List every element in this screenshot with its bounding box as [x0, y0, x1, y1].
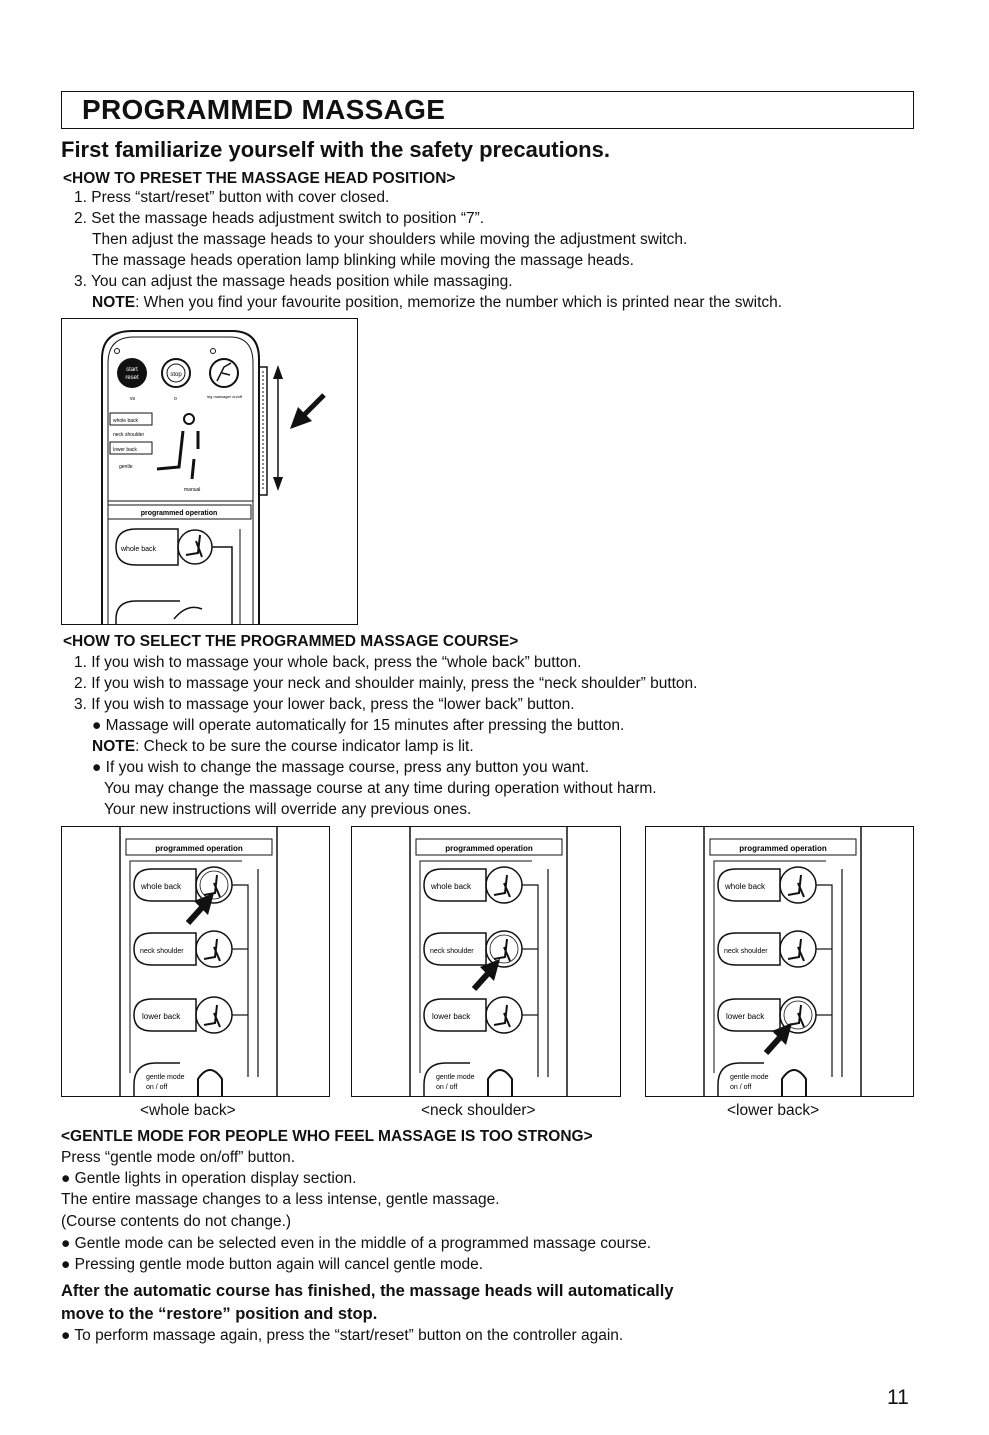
- stop-button-icon: [161, 358, 191, 388]
- select-bullet-1: ● Massage will operate automatically for…: [92, 717, 625, 734]
- gentle-mini-label: gentle: [119, 464, 133, 470]
- gentle-mode-label: gentle mode: [146, 1074, 185, 1081]
- gentle-bullet-2: ● Gentle mode can be selected even in th…: [61, 1235, 652, 1252]
- gentle-mode-label: gentle mode: [730, 1074, 769, 1081]
- whole-back-label: whole back: [140, 882, 182, 891]
- lower-back-mini-label: lower back: [113, 447, 137, 453]
- start-reset-button-icon: [117, 358, 147, 388]
- whole-back-button-icon: [177, 529, 213, 565]
- pointer-arrow-icon: [290, 393, 326, 429]
- programmed-operation-label: programmed operation: [155, 844, 243, 853]
- programmed-operation-label: programmed operation: [739, 844, 827, 853]
- select-note-text: : Check to be sure the course indicator …: [135, 738, 474, 755]
- page-title: PROGRAMMED MASSAGE: [82, 94, 446, 125]
- svg-text:o: o: [174, 396, 177, 402]
- gentle-bullet-1: ● Gentle lights in operation display sec…: [61, 1170, 357, 1187]
- caption-whole-back: <whole back>: [140, 1102, 236, 1119]
- pointer-arrow-icon: [763, 1023, 792, 1056]
- page-number: 11: [887, 1386, 909, 1409]
- preset-note-label: NOTE: [92, 294, 136, 311]
- select-heading: <HOW TO SELECT THE PROGRAMMED MASSAGE CO…: [63, 633, 519, 650]
- gentle-line-2: The entire massage changes to a less int…: [61, 1191, 500, 1208]
- controller-figure: start reset stop vs o leg massager on/of…: [61, 318, 358, 625]
- whole-back-label: whole back: [724, 882, 766, 891]
- caption-neck-shoulder: <neck shoulder>: [421, 1102, 536, 1119]
- section-title-box: PROGRAMMED MASSAGE: [61, 91, 914, 129]
- on-off-label: on / off: [146, 1084, 167, 1091]
- whole-back-large-label: whole back: [120, 546, 157, 553]
- preset-step-2-line-3: The massage heads operation lamp blinkin…: [92, 252, 634, 269]
- panel-neck-shoulder: programmed operation whole back neck sho…: [351, 826, 621, 1097]
- gentle-heading: <GENTLE MODE FOR PEOPLE WHO FEEL MASSAGE…: [61, 1128, 593, 1145]
- neck-shoulder-label: neck shoulder: [140, 948, 184, 955]
- gentle-mode-button-icon: [197, 1069, 223, 1096]
- programmed-operation-label: programmed operation: [445, 844, 533, 853]
- select-line-b: Your new instructions will override any …: [104, 801, 472, 818]
- on-off-label: on / off: [436, 1084, 457, 1091]
- gentle-mode-label: gentle mode: [436, 1074, 475, 1081]
- select-step-3: 3. If you wish to massage your lower bac…: [74, 696, 575, 713]
- controller-illustration: start reset stop vs o leg massager on/of…: [101, 330, 326, 624]
- panel-lower-back: programmed operation whole back neck sho…: [645, 826, 914, 1097]
- select-note: NOTE: Check to be sure the course indica…: [92, 738, 474, 756]
- whole-back-mini-label: whole back: [113, 418, 139, 424]
- after-bullet: ● To perform massage again, press the “s…: [61, 1327, 624, 1344]
- gentle-line-3: (Course contents do not change.): [61, 1213, 292, 1230]
- select-note-label: NOTE: [92, 738, 136, 755]
- start-label: start: [126, 367, 138, 373]
- gentle-line-1: Press “gentle mode on/off” button.: [61, 1149, 296, 1166]
- select-step-1: 1. If you wish to massage your whole bac…: [74, 654, 582, 671]
- reset-label: reset: [125, 375, 139, 381]
- vs-label: vs: [130, 396, 136, 402]
- lower-back-label: lower back: [726, 1012, 765, 1021]
- lower-back-label: lower back: [432, 1012, 471, 1021]
- safety-subtitle: First familiarize yourself with the safe…: [61, 137, 610, 162]
- after-line-1: After the automatic course has finished,…: [61, 1282, 674, 1300]
- neck-shoulder-label: neck shoulder: [724, 948, 768, 955]
- after-line-2: move to the “restore” position and stop.: [61, 1305, 378, 1323]
- leg-massager-button-icon: [209, 358, 239, 388]
- preset-note: NOTE: When you find your favourite posit…: [92, 294, 782, 312]
- gentle-mode-button-icon: [781, 1069, 807, 1096]
- pointer-arrow-icon: [185, 893, 214, 926]
- preset-step-2-line-2: Then adjust the massage heads to your sh…: [92, 231, 688, 248]
- gentle-bullet-3: ● Pressing gentle mode button again will…: [61, 1256, 484, 1273]
- up-down-arrow-icon: [273, 365, 283, 491]
- stop-label: stop: [170, 372, 182, 378]
- caption-lower-back: <lower back>: [727, 1102, 820, 1119]
- on-off-label: on / off: [730, 1084, 751, 1091]
- programmed-operation-mini-label: programmed operation: [141, 510, 218, 517]
- neck-shoulder-mini-label: neck shoulder: [113, 432, 144, 438]
- pointer-arrow-icon: [471, 959, 500, 992]
- panel-whole-back: programmed operation whole back neck sho…: [61, 826, 330, 1097]
- preset-step-2: 2. Set the massage heads adjustment swit…: [74, 210, 485, 227]
- preset-step-1: 1. Press “start/reset” button with cover…: [74, 189, 390, 206]
- manual-label: manual: [184, 487, 200, 493]
- select-step-2: 2. If you wish to massage your neck and …: [74, 675, 698, 692]
- whole-back-label: whole back: [430, 882, 472, 891]
- preset-note-text: : When you find your favourite position,…: [135, 294, 783, 311]
- leg-label: leg massager on/off: [207, 394, 243, 399]
- neck-shoulder-label: neck shoulder: [430, 948, 474, 955]
- preset-heading: <HOW TO PRESET THE MASSAGE HEAD POSITION…: [63, 170, 456, 187]
- seated-person-icon: [156, 413, 200, 480]
- select-bullet-2: ● If you wish to change the massage cour…: [92, 759, 590, 776]
- select-line-a: You may change the massage course at any…: [104, 780, 657, 797]
- lower-back-label: lower back: [142, 1012, 181, 1021]
- preset-step-3: 3. You can adjust the massage heads posi…: [74, 273, 513, 290]
- gentle-mode-button-icon: [487, 1069, 513, 1096]
